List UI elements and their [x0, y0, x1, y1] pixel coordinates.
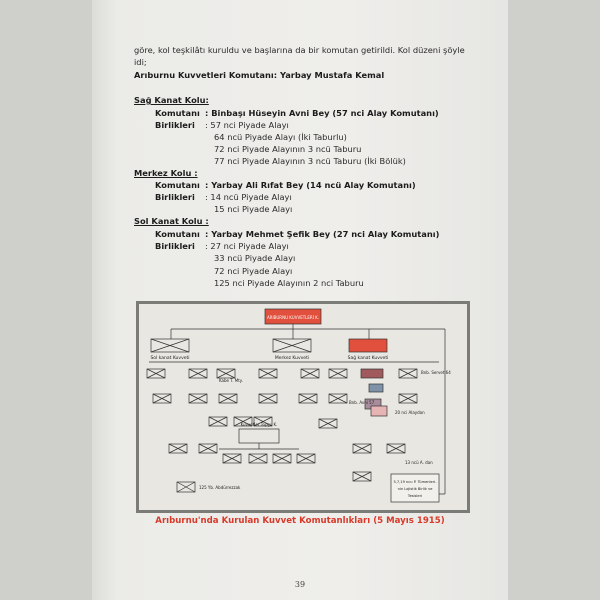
right-wing-box — [348, 338, 388, 353]
unit-symbol — [258, 368, 278, 379]
commander-label: Komutanı — [155, 108, 200, 118]
svg-text:Tesisleri: Tesisleri — [407, 494, 422, 498]
unit-symbol — [168, 443, 188, 454]
commander: : Yarbay Ali Rıfat Bey (14 ncü Alay Komu… — [205, 180, 416, 190]
svg-text:5,7,19 ncu P. Tümenleri-: 5,7,19 ncu P. Tümenleri- — [393, 480, 437, 484]
unit-symbol — [298, 393, 318, 404]
unit-symbol — [198, 443, 218, 454]
unit-symbol — [328, 393, 348, 404]
svg-text:13 ncü A. dan: 13 ncü A. dan — [405, 460, 433, 465]
unit-symbol — [386, 443, 406, 454]
unit-symbol — [398, 393, 418, 404]
unit-symbol — [352, 471, 372, 482]
figure-caption: Arıburnu'nda Kurulan Kuvvet Komutanlıkla… — [155, 516, 445, 526]
org-chart: ARIBURNU KUVVETLERİ K. Sol kanat Kuvveti… — [136, 301, 470, 513]
unit: 125 nci Piyade Alayının 2 nci Taburu — [214, 278, 364, 288]
units-label: Birlikleri — [155, 241, 195, 251]
unit-symbol — [222, 453, 242, 464]
unit-symbol — [216, 368, 236, 379]
commander: : Yarbay Mehmet Şefik Bey (27 nci Alay K… — [205, 229, 440, 239]
svg-text:20 nci Alaydan: 20 nci Alaydan — [395, 410, 425, 415]
unit-symbol — [233, 416, 253, 427]
intro-text: göre, kol teşkilâtı kuruldu ve başlarına… — [134, 45, 465, 55]
commander-label: Komutanı — [155, 180, 200, 190]
column-title: Sol Kanat Kolu : — [134, 216, 209, 226]
svg-text:Bnb. Avni 57: Bnb. Avni 57 — [349, 400, 375, 405]
top-command-label: ARIBURNU KUVVETLERİ K. — [267, 315, 319, 320]
svg-text:Merkez Kuvveti: Merkez Kuvveti — [275, 355, 309, 361]
unit-symbol — [188, 393, 208, 404]
unit-symbol — [253, 416, 273, 427]
unit-symbol — [272, 453, 292, 464]
svg-text:Kuvvetler Topçu K.: Kuvvetler Topçu K. — [241, 422, 278, 427]
unit: 15 nci Piyade Alayı — [214, 204, 293, 214]
unit: 72 nci Piyade Alayının 3 ncü Taburu — [214, 144, 362, 154]
unit: : 14 ncü Piyade Alayı — [205, 192, 292, 202]
unit-symbol — [248, 453, 268, 464]
unit-symbol — [328, 368, 348, 379]
center-box — [272, 338, 312, 353]
unit-symbol — [258, 393, 278, 404]
unit-symbol — [296, 453, 316, 464]
unit-symbol — [146, 368, 166, 379]
unit-symbol — [188, 368, 208, 379]
svg-text:Bnb. Servet 64: Bnb. Servet 64 — [421, 370, 451, 375]
unit-symbol — [208, 416, 228, 427]
unit-symbol — [318, 418, 338, 429]
unit-symbol — [398, 368, 418, 379]
svg-text:125 Yb. Abdürrezzak: 125 Yb. Abdürrezzak — [199, 485, 241, 490]
unit: 77 nci Piyade Alayının 3 ncü Taburu (İki… — [214, 156, 406, 166]
unit-symbol — [218, 393, 238, 404]
svg-text:Kabe T. Mty.: Kabe T. Mty. — [219, 378, 243, 383]
units-label: Birlikleri — [155, 120, 195, 130]
unit: 33 ncü Piyade Alayı — [214, 253, 296, 263]
units-label: Birlikleri — [155, 192, 195, 202]
overall-commander: Arıburnu Kuvvetleri Komutanı: Yarbay Mus… — [134, 70, 385, 80]
artillery-box — [238, 428, 280, 444]
unit: : 27 nci Piyade Alayı — [205, 241, 289, 251]
unit: 64 ncü Piyade Alayı (İki Taburlu) — [214, 132, 347, 142]
svg-text:Sağ kanat Kuvveti: Sağ kanat Kuvveti — [348, 354, 389, 361]
left-wing-box — [150, 338, 190, 353]
commander: : Binbaşı Hüseyin Avni Bey (57 nci Alay … — [205, 108, 439, 118]
intro-text: idi; — [134, 57, 147, 67]
column-title: Merkez Kolu : — [134, 168, 198, 178]
unit-symbol — [300, 368, 320, 379]
page-number: 39 — [294, 580, 306, 589]
unit: 72 nci Piyade Alayı — [214, 266, 293, 276]
unit-symbol — [352, 443, 372, 454]
column-title: Sağ Kanat Kolu: — [134, 95, 209, 105]
svg-text:nin Lojistik Birlik ve: nin Lojistik Birlik ve — [398, 487, 434, 491]
commander-label: Komutanı — [155, 229, 200, 239]
unit-symbol — [152, 393, 172, 404]
svg-text:Sol kanat Kuvveti: Sol kanat Kuvveti — [150, 355, 189, 361]
unit: : 57 nci Piyade Alayı — [205, 120, 289, 130]
